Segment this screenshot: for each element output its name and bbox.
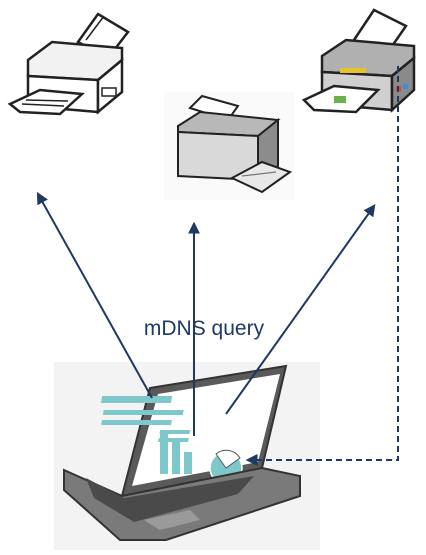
response-arrow bbox=[245, 66, 399, 466]
query-arrow-left bbox=[36, 191, 153, 399]
mdns-query-label: mDNS query bbox=[143, 317, 265, 340]
query-arrow-right bbox=[225, 204, 376, 415]
printer-left-icon bbox=[7, 6, 132, 134]
printer-middle-icon bbox=[164, 92, 294, 200]
printer-right-icon bbox=[300, 4, 422, 130]
laptop-icon bbox=[54, 362, 320, 550]
